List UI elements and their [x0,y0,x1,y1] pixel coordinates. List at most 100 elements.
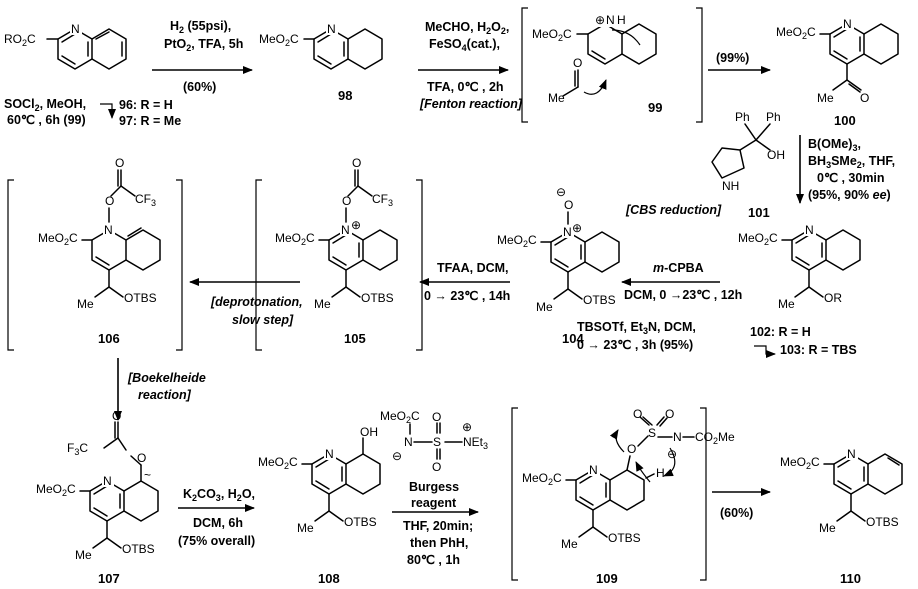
svg-text:MeO2C: MeO2C [258,455,298,471]
svg-text:MeO2C: MeO2C [532,27,572,43]
svg-text:N: N [843,17,852,31]
compound-109-structure: MeO2C N O S O O N CO2Me ⊖ H Me OTBS [522,407,735,551]
svg-text:H: H [617,13,626,27]
svg-text:CF3: CF3 [135,192,156,208]
step9-l2: reaction] [138,388,192,402]
step7-l1: TFAA, DCM, [437,261,509,275]
compound-102-structure: MeO2C N Me OR [738,223,861,311]
label-98: 98 [338,88,352,103]
svg-text:Me: Me [819,521,836,535]
label-108: 108 [318,571,340,586]
compound-100-structure: MeO2C N Me O [776,17,899,105]
label-109: 109 [596,571,618,586]
svg-text:N: N [341,223,350,237]
svg-text:N: N [327,22,336,36]
step11-l1: Burgess [409,480,459,494]
svg-text:OTBS: OTBS [866,515,899,529]
svg-text:S: S [648,426,656,440]
step1-below: (60%) [183,80,216,94]
step11-l3: THF, 20min; [403,519,473,533]
svg-text:OTBS: OTBS [583,293,616,307]
svg-text:CO2Me: CO2Me [695,430,735,446]
label-106: 106 [98,331,120,346]
svg-text:OTBS: OTBS [608,531,641,545]
bracket-106-left [7,179,14,351]
compound-98-structure: MeO2C N [259,22,383,70]
compound-105-structure: MeO2C N ⊕ O O CF3 Me OTBS [275,156,398,311]
svg-text:O: O [665,407,674,421]
svg-text:MeO2C: MeO2C [497,233,537,249]
atom-n: N [71,22,80,36]
bracket-109-left [511,407,518,581]
svg-text:MeO2C: MeO2C [275,231,315,247]
svg-text:N: N [589,463,598,477]
bracket-106-right [176,179,183,351]
svg-text:N: N [805,223,814,237]
step6-l1: TBSOTf, Et3N, DCM, [577,320,696,336]
cbs-label: [CBS reduction] [625,203,722,217]
svg-text:Me: Me [75,548,92,562]
svg-text:N: N [847,447,856,461]
svg-text:Me: Me [817,91,834,105]
compound-101-structure: Ph Ph OH NH [711,110,785,193]
svg-text:OTBS: OTBS [124,291,157,305]
svg-text:NEt3: NEt3 [463,435,488,451]
compound-110-structure: MeO2C N Me OTBS [780,447,903,535]
step10-l1: K2CO3, H2O, [183,487,255,503]
svg-text:⊖: ⊖ [392,449,402,463]
atom-ro2c: RO2C [4,32,36,48]
label-107: 107 [98,571,120,586]
svg-text:O: O [137,451,146,465]
step2-l1: MeCHO, H2O2, [425,20,509,36]
svg-text:Ph: Ph [766,110,781,124]
label-99: 99 [648,100,662,115]
label-100: 100 [834,113,856,128]
svg-text:OTBS: OTBS [361,291,394,305]
svg-text:O: O [564,198,573,212]
svg-text:MeO2C: MeO2C [380,409,420,425]
label-97: 97: R = Me [119,114,181,128]
svg-text:O: O [633,407,642,421]
svg-text:Me: Me [561,537,578,551]
svg-text:⊕: ⊕ [595,13,605,27]
svg-text:⊕: ⊕ [462,420,472,434]
svg-text:MeO2C: MeO2C [522,471,562,487]
svg-text:CF3: CF3 [372,192,393,208]
compound-106-structure: MeO2C N O O CF3 Me OTBS [38,156,161,311]
step7-l2: 0 → 23℃ , 14h [424,289,510,303]
svg-text:N: N [606,13,615,27]
svg-text:Me: Me [297,521,314,535]
svg-text:O: O [860,91,869,105]
svg-text:N: N [103,474,112,488]
svg-text:OTBS: OTBS [122,542,155,556]
label-96: 96: R = H [119,98,173,112]
svg-text:OTBS: OTBS [344,515,377,529]
svg-text:N: N [563,225,572,239]
step1-above2: PtO2, TFA, 5h [164,37,243,53]
label-101: 101 [748,205,770,220]
bracket-99-right [696,7,703,123]
svg-text:N: N [104,223,113,237]
svg-text:N: N [325,447,334,461]
step10-l3: (75% overall) [178,534,255,548]
svg-text:O: O [115,156,124,170]
svg-text:O: O [432,410,441,424]
compound-108-structure: MeO2C N OH Me OTBS [258,425,381,535]
svg-text:O: O [432,460,441,474]
step4-l4: (95%, 90% ee) [808,188,891,202]
svg-text:MeO2C: MeO2C [780,455,820,471]
step2-l4: [Fenton reaction] [419,97,523,111]
condition-socl2: SOCl2, MeOH, [4,97,86,113]
svg-text:OH: OH [767,148,785,162]
svg-text:⊖: ⊖ [667,447,677,461]
svg-text:OH: OH [360,425,378,439]
svg-text:Me: Me [778,297,795,311]
compound-107-structure: MeO2C N ~ O O F3C Me OTBS [36,409,159,562]
svg-text:NH: NH [722,179,739,193]
svg-text:Ph: Ph [735,110,750,124]
step8-l2: slow step] [232,313,294,327]
step1-above1: H2 (55psi), [170,19,231,35]
svg-text:OR: OR [824,291,842,305]
step4-l3: 0℃ , 30min [817,171,885,185]
step6-l2: 0 → 23℃ , 3h (95%) [577,338,693,352]
